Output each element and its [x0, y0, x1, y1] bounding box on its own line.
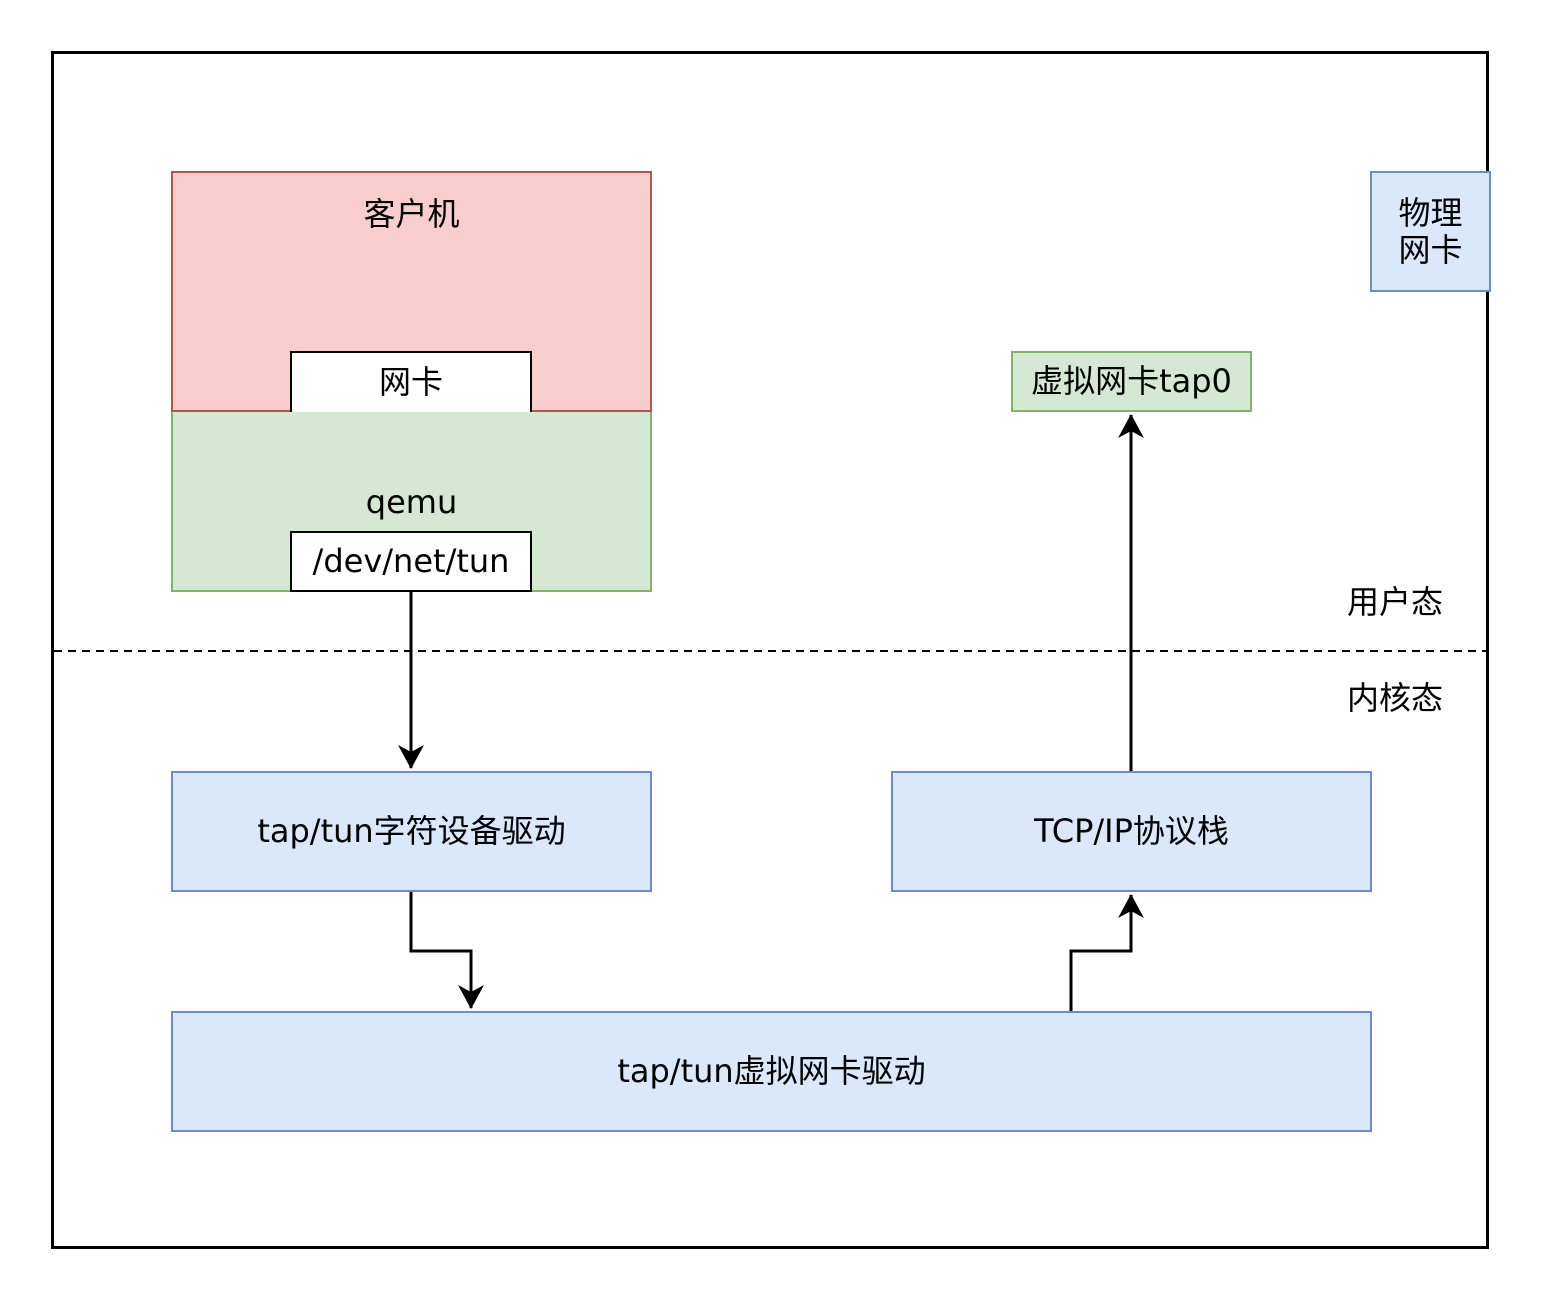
guest-nic-label: 网卡 [378, 362, 443, 401]
arrowhead-down-icon [398, 745, 424, 769]
virtual-nic-driver-box: tap/tun虚拟网卡驱动 [171, 1011, 1372, 1132]
virtual-nic-tap0-box: 虚拟网卡tap0 [1011, 351, 1252, 412]
arrowhead-up-icon [1118, 414, 1144, 438]
virtual-nic-driver-label: tap/tun虚拟网卡驱动 [617, 1051, 926, 1090]
kernel-space-label: 内核态 [1347, 679, 1444, 717]
arrow-char-driver-to-vnic-driver [409, 892, 473, 1008]
arrowhead-up-icon [1118, 894, 1144, 918]
guest-nic-box: 网卡 [290, 351, 532, 412]
guest-label: 客户机 [363, 195, 460, 233]
char-driver-box: tap/tun字符设备驱动 [171, 771, 652, 892]
tcpip-stack-label: TCP/IP协议栈 [1034, 811, 1229, 850]
virtual-nic-tap0-label: 虚拟网卡tap0 [1031, 361, 1232, 400]
tcpip-stack-box: TCP/IP协议栈 [891, 771, 1372, 892]
tun-device-label: /dev/net/tun [312, 541, 510, 580]
arrowhead-down-icon [458, 985, 484, 1009]
user-space-label: 用户态 [1347, 583, 1444, 621]
arrow-vnic-driver-to-tcpip [1069, 895, 1133, 1011]
physical-nic-label: 物理 网卡 [1398, 193, 1463, 269]
tun-device-box: /dev/net/tun [290, 531, 532, 592]
physical-nic-box: 物理 网卡 [1370, 171, 1491, 292]
qemu-label: qemu [365, 483, 458, 521]
char-driver-label: tap/tun字符设备驱动 [257, 811, 566, 850]
